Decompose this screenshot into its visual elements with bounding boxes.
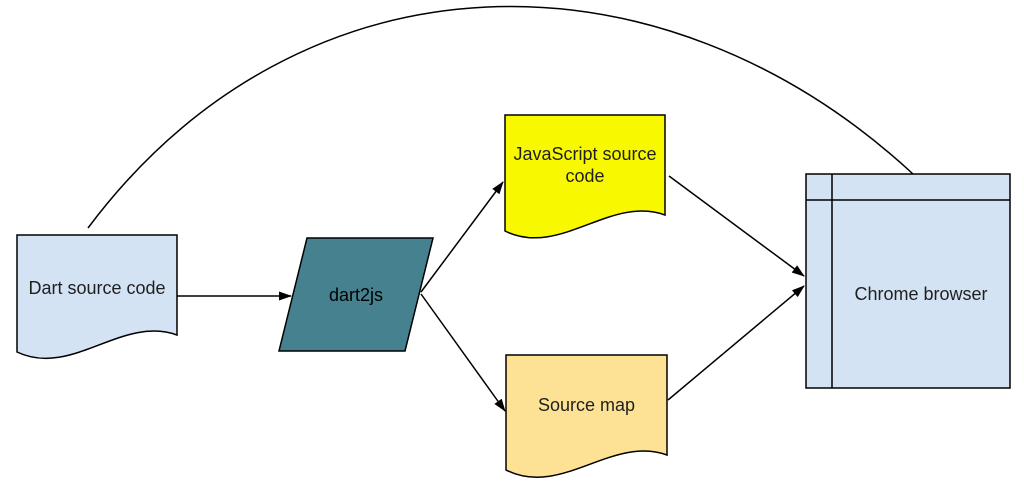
edge-js-source-to-chrome <box>668 175 805 277</box>
edge-dart2js-to-source-map <box>420 293 506 412</box>
js-source-node-shape <box>504 114 666 239</box>
dart2js-node-shape <box>278 237 434 352</box>
edge-dart-to-chrome-curve <box>87 5 914 229</box>
dart-source-node-shape <box>16 234 178 360</box>
edge-source-map-to-chrome <box>667 285 805 401</box>
source-map-node-shape <box>505 354 668 479</box>
chrome-node-shape <box>805 173 1011 389</box>
edge-dart2js-to-js-source <box>420 181 504 293</box>
chrome-window-rect <box>805 173 1011 389</box>
